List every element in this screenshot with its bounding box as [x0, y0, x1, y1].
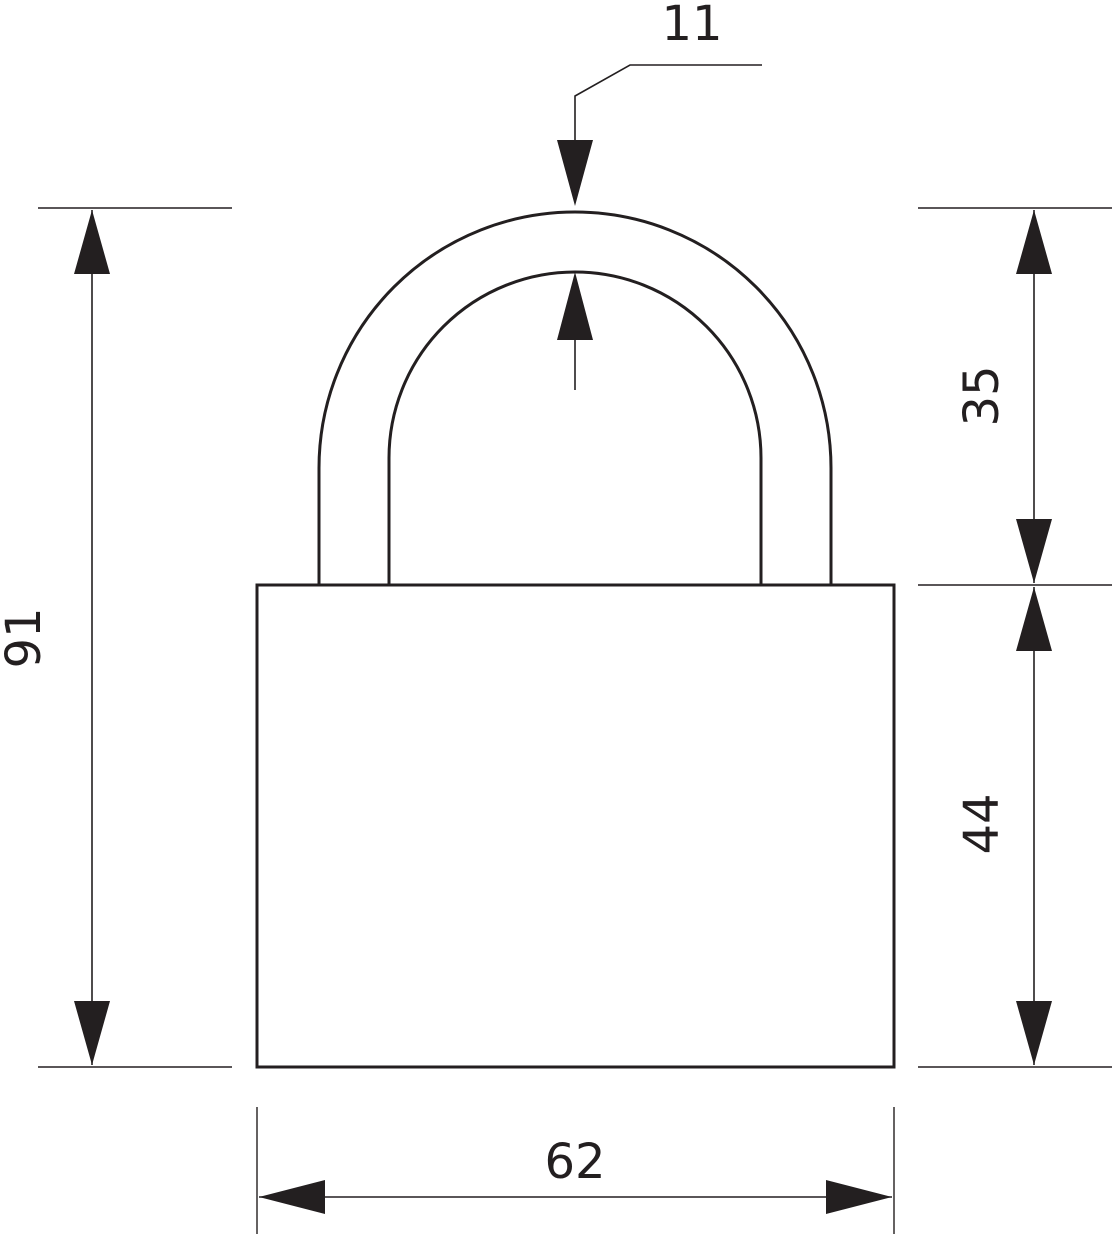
shackle-thickness-label: 11 [661, 0, 722, 52]
body-width-label: 62 [544, 1134, 605, 1190]
extension-lines [38, 207, 1112, 1234]
thickness-leader-line [574, 64, 762, 140]
arrowhead-icon [557, 272, 593, 340]
arrowhead-icon [74, 1001, 110, 1065]
padlock-body [255, 583, 896, 1069]
arrowhead-icon [1016, 587, 1052, 651]
arrowhead-icon [74, 210, 110, 274]
shackle-outer [317, 210, 833, 585]
arrowheads [74, 140, 1052, 1214]
arrowhead-icon [826, 1180, 892, 1214]
arrowhead-icon [557, 140, 593, 206]
arrowhead-icon [259, 1180, 325, 1214]
arrowhead-icon [1016, 519, 1052, 583]
total-height-label: 91 [0, 607, 52, 668]
arrowhead-icon [1016, 210, 1052, 274]
shackle-height-label: 35 [954, 365, 1010, 426]
body-height-label: 44 [954, 793, 1010, 854]
arrowhead-icon [1016, 1001, 1052, 1065]
